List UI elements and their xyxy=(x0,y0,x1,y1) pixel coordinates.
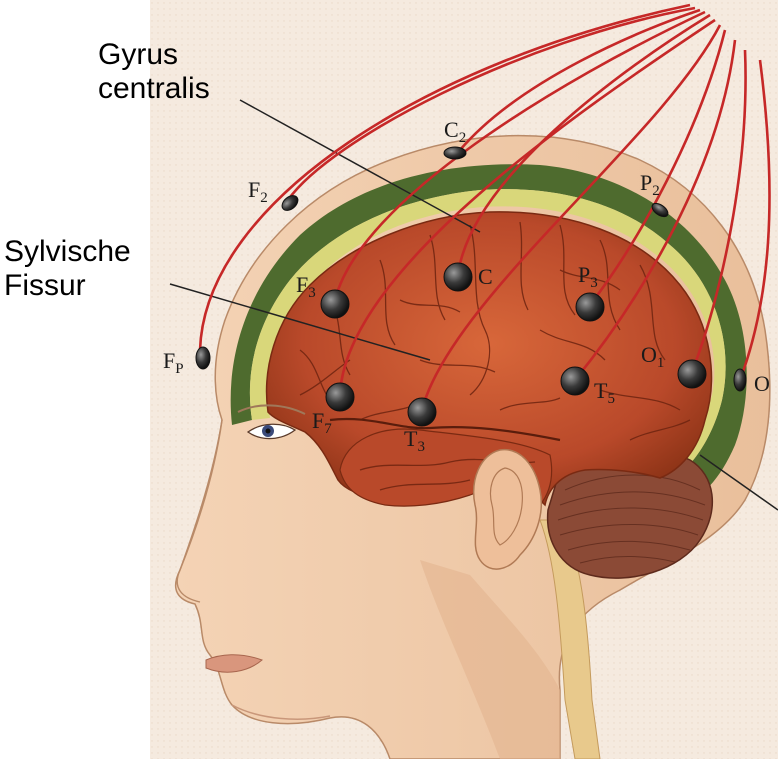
pupil xyxy=(266,429,271,434)
electrode-t3 xyxy=(408,398,436,426)
gyrus-centralis-callout: Gyrus centralis xyxy=(98,38,210,106)
gyrus-callout-line-1: Gyrus xyxy=(98,38,210,72)
sylvian-callout-line-2: Fissur xyxy=(4,269,131,303)
electrode-c2 xyxy=(444,147,466,159)
electrode-c xyxy=(444,263,472,291)
sylvian-callout-line-1: Sylvische xyxy=(4,235,131,269)
electrode-o1 xyxy=(678,360,706,388)
electrode-f3 xyxy=(321,290,349,318)
electrode-o xyxy=(734,369,746,391)
electrode-fp xyxy=(196,347,210,369)
gyrus-callout-line-2: centralis xyxy=(98,72,210,106)
label-c: C xyxy=(478,264,493,289)
electrode-p3 xyxy=(576,293,604,321)
electrode-f7 xyxy=(326,383,354,411)
electrode-t5 xyxy=(561,367,589,395)
label-o: O xyxy=(754,371,770,396)
sylvische-fissur-callout: Sylvische Fissur xyxy=(4,235,131,303)
